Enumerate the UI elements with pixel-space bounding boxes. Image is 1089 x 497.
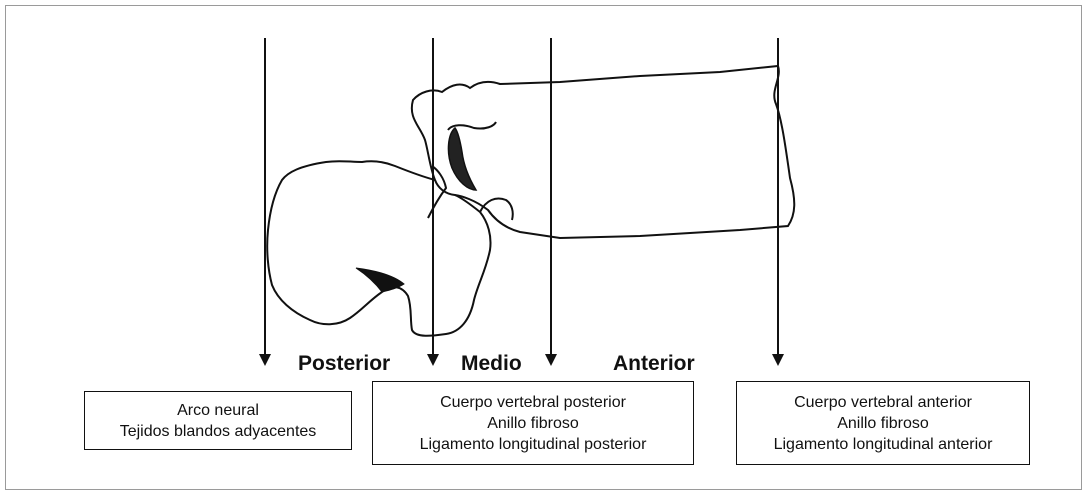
middle-box-line-1: Cuerpo vertebral posterior bbox=[440, 392, 626, 413]
anterior-column-box: Cuerpo vertebral anterior Anillo fibroso… bbox=[736, 381, 1030, 465]
pedicle-outline bbox=[480, 199, 513, 221]
lamina-wedge bbox=[356, 268, 404, 292]
posterior-box-line-1: Arco neural bbox=[177, 400, 259, 421]
neural-arch-outline bbox=[267, 161, 490, 336]
column-label-middle: Medio bbox=[461, 352, 522, 376]
vertebral-body-outline bbox=[412, 66, 794, 238]
column-label-anterior: Anterior bbox=[613, 352, 695, 376]
pedicle-line bbox=[428, 166, 446, 218]
middle-column-box: Cuerpo vertebral posterior Anillo fibros… bbox=[372, 381, 694, 465]
articular-process-outline bbox=[448, 128, 476, 190]
posterior-column-box: Arco neural Tejidos blandos adyacentes bbox=[84, 391, 352, 450]
anterior-box-line-3: Ligamento longitudinal anterior bbox=[774, 434, 993, 455]
middle-box-line-3: Ligamento longitudinal posterior bbox=[420, 434, 647, 455]
anterior-box-line-1: Cuerpo vertebral anterior bbox=[794, 392, 972, 413]
column-label-posterior: Posterior bbox=[298, 352, 390, 376]
anterior-box-line-2: Anillo fibroso bbox=[837, 413, 929, 434]
middle-box-line-2: Anillo fibroso bbox=[487, 413, 579, 434]
posterior-box-line-2: Tejidos blandos adyacentes bbox=[120, 421, 317, 442]
